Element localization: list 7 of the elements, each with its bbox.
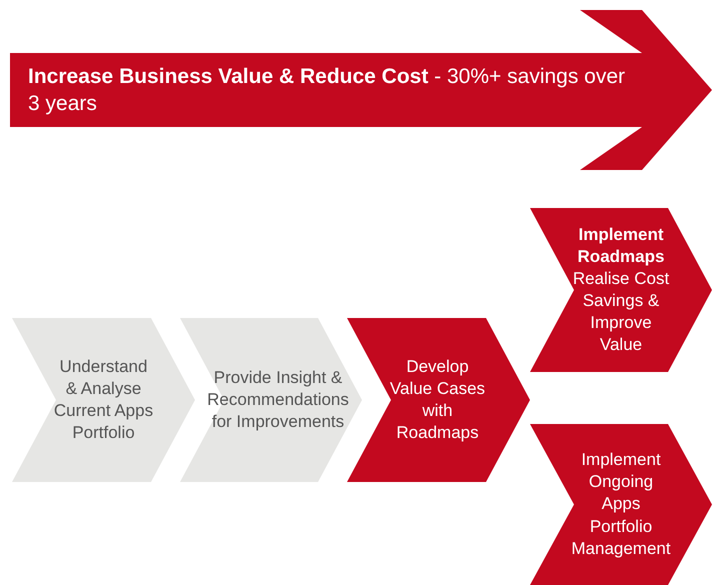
step-label: Provide Insight & Recommendations for Improvements [207, 366, 349, 434]
step-label: Increase Business Value & Reduce Cost - 30%+ savings over 3 years [28, 64, 626, 117]
step-heading: Implement Roadmaps [576, 224, 666, 268]
step-label: Develop Value Cases with Roadmaps [388, 356, 486, 444]
step-label: Implement Ongoing Apps Portfolio Management [570, 449, 672, 560]
step-label: Understand & Analyse Current Apps Portfolio [52, 356, 154, 444]
step-label: Realise Cost Savings & Improve Value [572, 268, 670, 356]
